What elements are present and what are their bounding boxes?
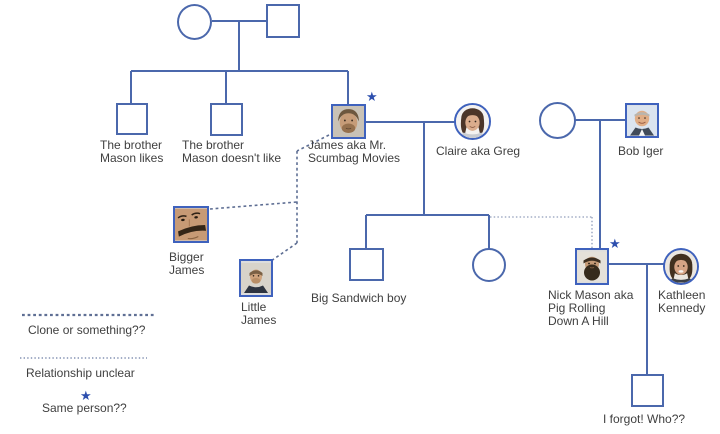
nick-mason-photo (575, 248, 609, 285)
clone-line-to-little-james (270, 242, 298, 262)
woman-brown-hair-face-icon (665, 250, 697, 283)
clone-lines (209, 134, 330, 262)
brother-disliked-square (210, 103, 243, 136)
legend-unclear-label: Relationship unclear (26, 366, 135, 380)
bigger-james-label: Bigger James (169, 250, 205, 277)
same-person-star-icon: ★ (366, 90, 378, 105)
brother-liked-label: The brother Mason likes (100, 138, 164, 165)
man-big-beard-face-icon (577, 251, 607, 282)
kathleen-kennedy-label: Kathleen Kennedy (658, 288, 706, 315)
big-sandwich-boy-square (349, 248, 384, 281)
james-label: James aka Mr. Scumbag Movies (308, 138, 401, 165)
legend-same-person-label: Same person?? (42, 401, 127, 415)
unknown-child-square (631, 374, 664, 407)
solid-family-lines (130, 20, 665, 374)
man-gray-hair-face-icon (627, 105, 657, 136)
clone-line-from-james (296, 134, 330, 152)
daughter-circle (472, 248, 506, 282)
relationship-unclear-lines (490, 216, 593, 248)
man-short-hair-face-icon (241, 263, 271, 293)
little-james-label: Little James (241, 300, 277, 327)
woman-dark-hair-face-icon (456, 105, 489, 138)
bigger-james-photo (173, 206, 209, 243)
little-james-photo (239, 259, 273, 297)
legend-clone-label: Clone or something?? (28, 323, 146, 337)
claire-label: Claire aka Greg (436, 144, 521, 158)
same-person-star-icon: ★ (609, 237, 621, 252)
bob-wife-circle (539, 102, 576, 139)
nick-mason-label: Nick Mason aka Pig Rolling Down A Hill (548, 288, 634, 328)
unknown-child-label: I forgot! Who?? (603, 412, 686, 426)
grandfather-square (266, 4, 300, 38)
grandmother-circle (177, 4, 212, 40)
big-sandwich-boy-label: Big Sandwich boy (311, 291, 407, 305)
brother-liked-square (116, 103, 148, 135)
clone-line-to-bigger-james (209, 201, 298, 210)
bob-iger-label: Bob Iger (618, 144, 664, 158)
face-closeup-mustache-icon (175, 208, 207, 241)
bob-iger-photo (625, 103, 659, 138)
brother-disliked-label: The brother Mason doesn't like (182, 138, 282, 165)
kathleen-kennedy-photo (663, 248, 699, 285)
legend-same-person-star-icon: ★ (80, 389, 92, 404)
man-stubble-face-icon (333, 106, 364, 137)
claire-photo (454, 103, 491, 140)
james-photo (331, 104, 366, 139)
